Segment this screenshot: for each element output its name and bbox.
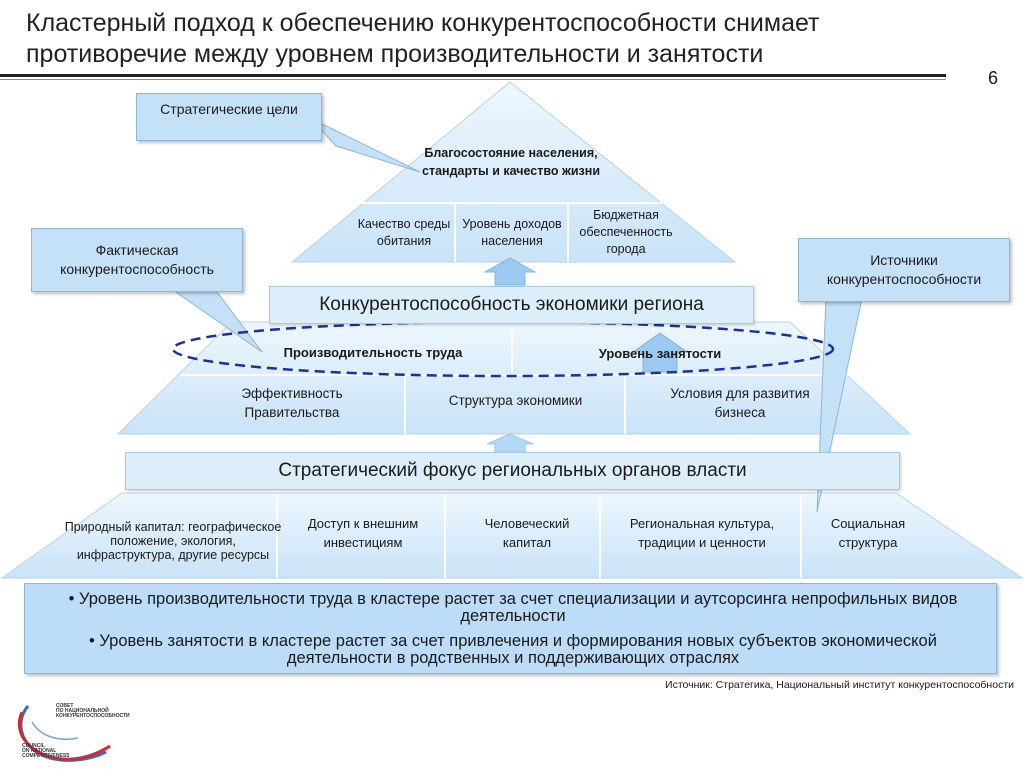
slide-title: Кластерный подход к обеспечению конкурен… xyxy=(26,9,820,68)
pyramid-bottom-tier xyxy=(0,492,1024,579)
logo-top-line-3: КОНКУРЕНТОСПОСОБНОСТИ xyxy=(56,713,130,719)
logo-bottom-line-1: COUNCIL xyxy=(22,743,45,749)
conclusions-box: • Уровень производительности труда в кла… xyxy=(24,583,997,674)
band-regional-economy-competitiveness: Конкурентоспособность экономики региона xyxy=(269,286,754,324)
tier3-natural-capital: Природный капитал: географическое положе… xyxy=(64,520,282,562)
band-strategic-focus: Стратегический фокус региональных органо… xyxy=(125,452,900,490)
logo-bottom-line-3: COMPETITIVENESS xyxy=(22,753,70,759)
title-rule-thin xyxy=(0,79,946,80)
tier1-budget-sufficiency: Бюджетная обеспеченность города xyxy=(579,208,673,256)
callout-actual-competitiveness: Фактическая конкурентоспособность xyxy=(31,228,243,292)
council-swoosh-icon xyxy=(17,705,111,762)
tier1-environment-quality: Качество среды обитания xyxy=(357,216,451,248)
logo-top-line-2: ПО НАЦИОНАЛЬНОЙ xyxy=(56,708,109,714)
tier2-employment-level: Уровень занятости xyxy=(598,345,722,361)
strategic-goals-pointer xyxy=(309,117,421,173)
tier2-labor-productivity: Производительность труда xyxy=(283,345,463,360)
title-rule xyxy=(0,74,946,77)
callout-competitiveness-sources: Источники конкурентоспособности xyxy=(798,238,1010,302)
up-arrow-middle xyxy=(631,332,689,373)
bullet-productivity: • Уровень производительности труда в кла… xyxy=(68,590,958,625)
council-logo: СОВЕТ ПО НАЦИОНАЛЬНОЙ КОНКУРЕНТОСПОСОБНО… xyxy=(14,700,144,764)
logo-bottom-line-2: ON NATIONAL xyxy=(22,748,57,754)
tier2-government-efficiency: Эффективность Правительства xyxy=(241,386,343,420)
up-arrow-top xyxy=(483,257,537,286)
tier2-economic-structure: Структура экономики xyxy=(448,392,583,408)
apex-welfare-text: Благосостояние населения, стандарты и ка… xyxy=(422,146,600,178)
source-note: Источник: Стратегика, Национальный инсти… xyxy=(665,679,1014,691)
page-number: 6 xyxy=(988,68,999,88)
tier2-business-conditions: Условия для развития бизнеса xyxy=(670,386,810,420)
tier3-regional-culture: Региональная культура, традиции и ценнос… xyxy=(629,516,775,550)
tier3-social-structure: Социальная структура xyxy=(830,516,906,550)
tier3-human-capital: Человеческий капитал xyxy=(484,516,570,550)
tier3-external-investment: Доступ к внешним инвестициям xyxy=(307,516,419,550)
tier1-income-level: Уровень доходов населения xyxy=(462,216,562,248)
callout-strategic-goals: Стратегические цели xyxy=(136,93,322,141)
logo-top-line-1: СОВЕТ xyxy=(56,703,74,709)
bullet-employment: • Уровень занятости в кластере растет за… xyxy=(89,632,937,667)
